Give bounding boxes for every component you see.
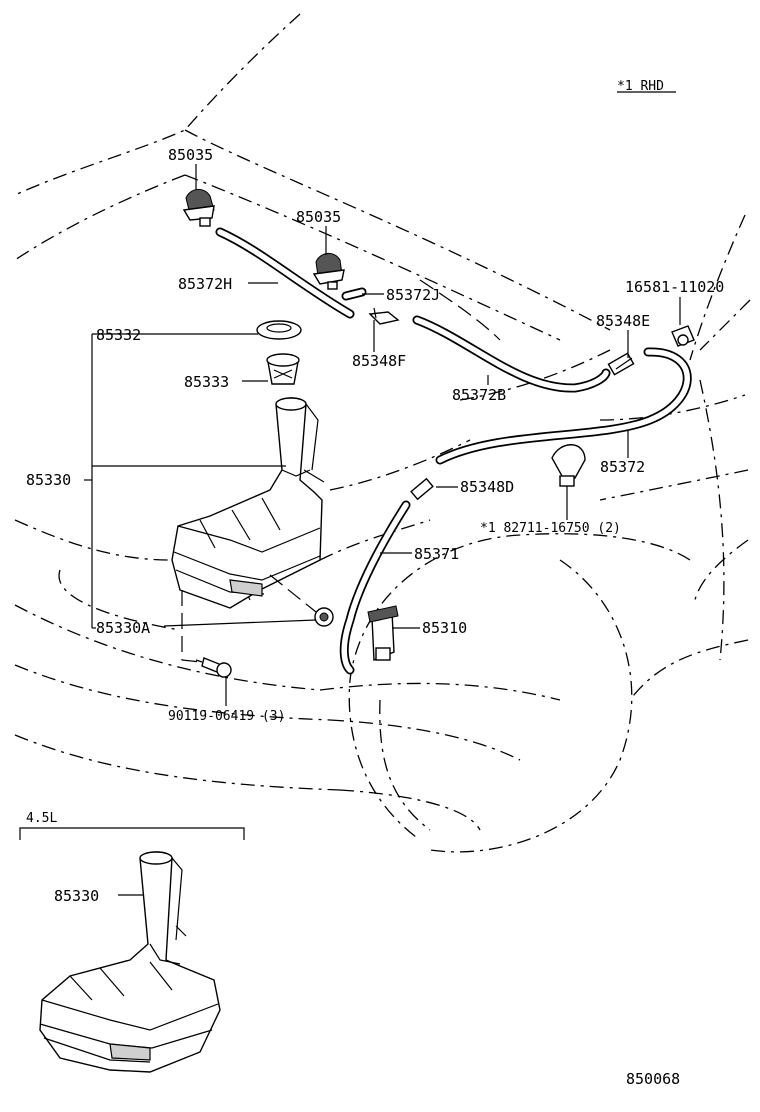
strainer-85333 [266,353,300,385]
note-rhd: *1 RHD [617,79,664,94]
label-85310: 85310 [422,619,467,637]
label-85372B: 85372B [452,386,506,404]
diagram-number: 850068 [626,1070,680,1088]
bolt-90119 [195,657,232,678]
label-85330: 85330 [26,471,71,489]
label-85348F: 85348F [352,352,406,370]
label-85348D: 85348D [460,478,514,496]
label-85330-inset: 85330 [54,887,99,905]
label-16581-11020: 16581-11020 [625,278,724,296]
label-inset-4-5L: 4.5L [26,811,57,826]
hoses [215,227,692,675]
label-85348E: 85348E [596,312,650,330]
washer-nozzle-left [182,189,215,227]
washer-pump [367,605,399,662]
label-85330A: 85330A [96,619,150,637]
label-85372J: 85372J [386,286,440,304]
label-85332: 85332 [96,326,141,344]
label-85035-left: 85035 [168,146,213,164]
label-85371: 85371 [414,545,459,563]
check-valve-16581 [671,325,695,347]
washer-nozzle-right [312,253,345,290]
label-82711-16750: *1 82711-16750 (2) [480,521,621,536]
cap-85332 [256,320,302,340]
clamp-82711 [551,444,586,520]
inset-45L [19,827,245,1073]
label-85372: 85372 [600,458,645,476]
connector-85348E [607,352,635,376]
label-85372H: 85372H [178,275,232,293]
grommet-85330A [314,607,334,627]
label-85333: 85333 [184,373,229,391]
label-85035-right: 85035 [296,208,341,226]
connector-85348D [410,477,434,501]
connector-85348F [368,307,400,325]
washer-tank [171,397,325,609]
label-90119-06419: 90119-06419 (3) [168,709,285,724]
labels: *1 RHD 85035 85035 85372H 85372J 16581-1… [26,79,724,1088]
vehicle-outline [14,13,751,853]
